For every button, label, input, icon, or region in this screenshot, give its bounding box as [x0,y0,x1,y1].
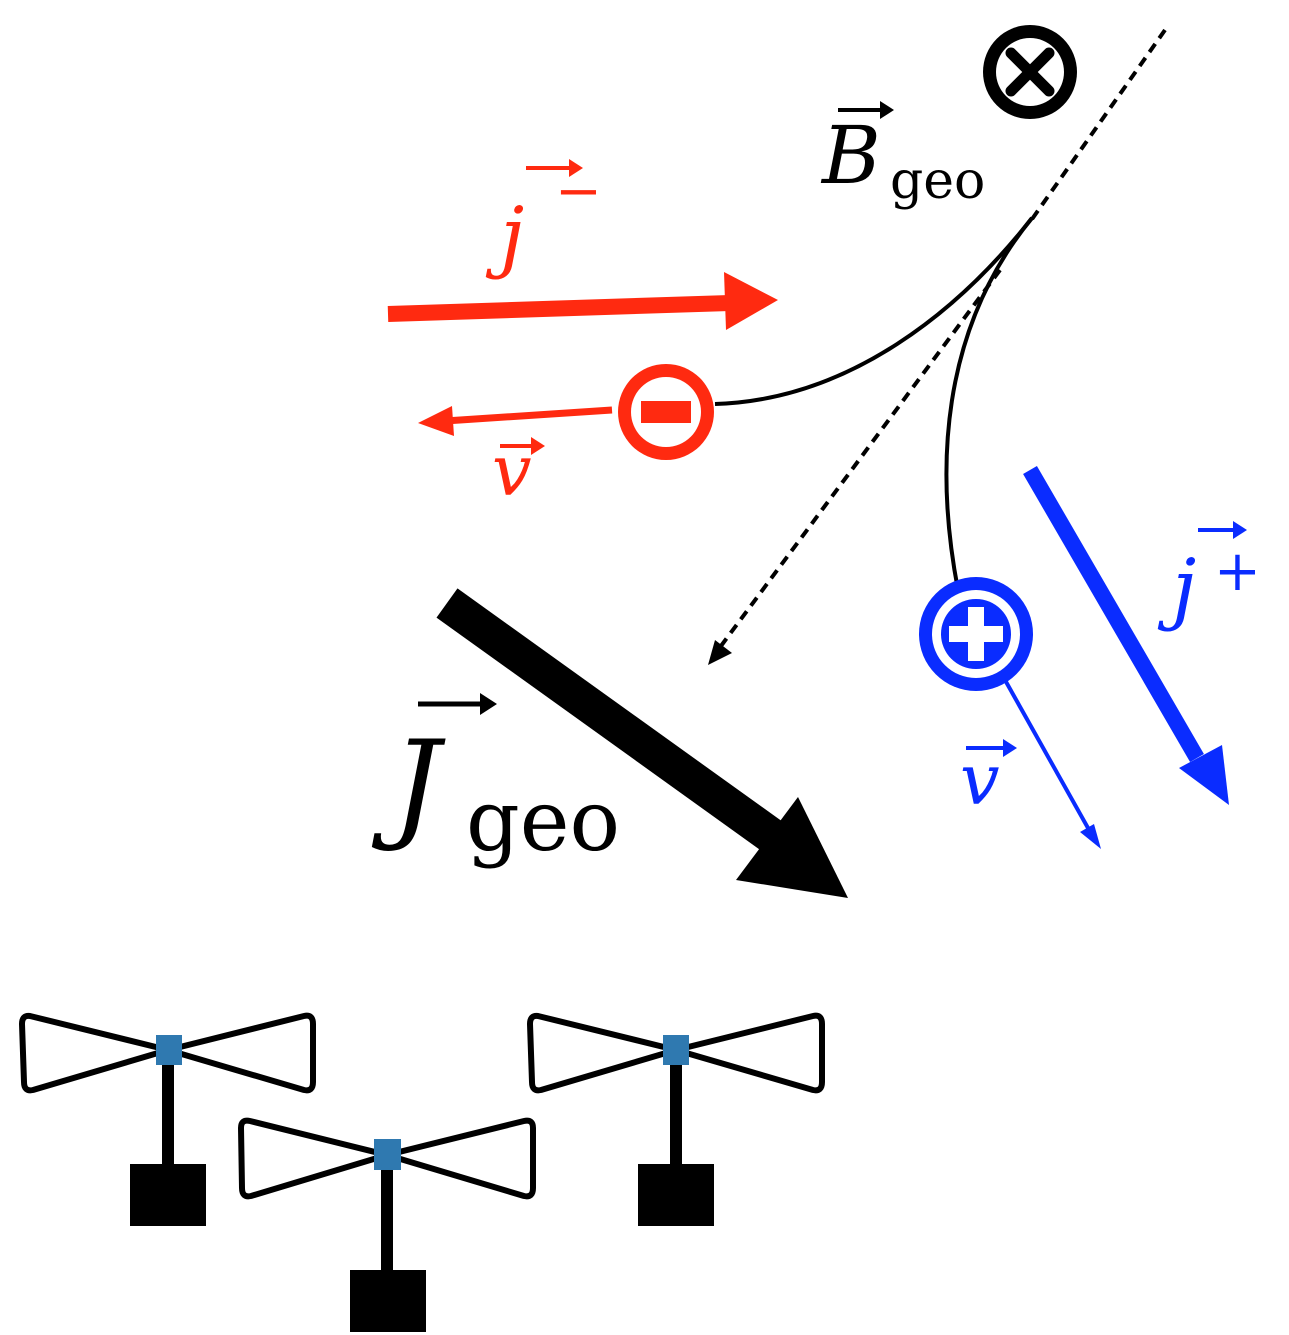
shower-axis-upper [1028,28,1167,224]
positron-trajectory [944,216,1034,591]
v-red-arrow [418,406,613,436]
bowtie-antenna-icon [238,1117,536,1332]
shower-axis-lower [716,268,1002,652]
b-field-symbol: B [820,109,881,202]
j-plus-label: j + [1157,521,1261,633]
j-plus-arrow [1023,465,1229,805]
electron-trajectory [714,216,1034,406]
j-minus-arrow [387,272,778,330]
v-red-label: v [492,430,545,512]
j-plus-superscript: + [1214,539,1261,604]
v-blue-label: v [960,739,1017,821]
bowtie-antenna-icon [527,1012,825,1226]
j-total-symbol: J [371,716,446,855]
j-minus-label: j − [485,159,602,281]
into-page-cross-icon [983,25,1077,119]
b-field-label: B geo [820,101,985,211]
shower-axis-arrowhead [708,640,732,665]
b-field-subscript: geo [890,151,985,211]
j-minus-symbol: j [485,191,524,281]
j-total-subscript: geo [466,772,620,870]
bowtie-antenna-icon [19,1012,316,1226]
minus-charge-icon [618,364,714,460]
plus-charge-icon [919,577,1033,691]
v-red-symbol: v [492,430,532,512]
j-total-arrow [436,588,848,898]
v-blue-symbol: v [960,739,1000,821]
v-blue-arrow [1003,679,1101,849]
j-plus-symbol: j [1157,543,1196,633]
